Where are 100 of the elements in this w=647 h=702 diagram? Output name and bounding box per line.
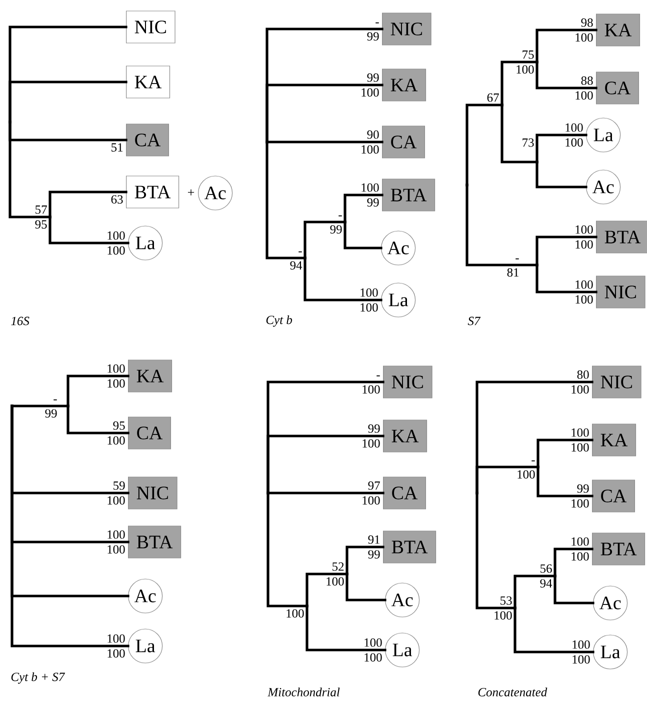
tree-branch [346, 572, 386, 602]
tree-branch [266, 84, 384, 144]
support-value: 100 [572, 499, 589, 508]
support-value: 99 [368, 550, 380, 559]
support-value: 100 [576, 91, 593, 100]
taxon-box: BTA [126, 176, 180, 208]
tree-caption: Cyt b [266, 315, 292, 327]
support-value: 100 [362, 496, 380, 505]
support-value: 100 [516, 65, 534, 74]
support-value: 100 [362, 145, 379, 154]
support-value: 59 [114, 481, 125, 490]
support-value: 100 [364, 638, 382, 647]
tree-branch [10, 404, 130, 648]
support-value: 100 [360, 288, 378, 297]
tree-branch [536, 28, 598, 64]
tree-branch [306, 604, 386, 652]
support-value: - [338, 215, 342, 216]
support-value: 91 [368, 535, 380, 544]
support-value: 100 [362, 385, 380, 394]
tree-branch [304, 256, 382, 302]
tree-branch [304, 220, 346, 260]
support-value: 99 [577, 484, 589, 493]
support-value: 100 [364, 653, 382, 662]
tree-caption: Concatenated [478, 688, 548, 696]
support-value: 100 [576, 225, 593, 234]
support-value: 100 [362, 88, 379, 97]
support-value: 63 [111, 195, 123, 204]
support-value: 100 [566, 138, 583, 147]
taxon-box: BTA [592, 532, 646, 566]
support-value: 95 [113, 421, 125, 430]
support-value: 56 [540, 564, 552, 573]
support-value: 100 [572, 385, 589, 394]
tree-branch [500, 104, 538, 164]
support-value: 94 [540, 579, 552, 588]
support-value: 100 [286, 609, 304, 618]
taxon-box: NIC [596, 276, 646, 308]
tree-caption: 16S [11, 316, 30, 326]
support-value: 99 [367, 198, 379, 207]
taxon-box: NIC [592, 366, 642, 398]
support-value: 100 [108, 246, 125, 255]
tree-branch [500, 60, 538, 106]
tree-branch [48, 190, 128, 218]
tree-branch [536, 264, 598, 294]
taxon-box: BTA [382, 178, 436, 212]
taxon-box: KA [382, 68, 426, 102]
support-value: 98 [581, 18, 593, 27]
support-value: 81 [507, 268, 519, 277]
tree-branch [476, 492, 516, 610]
taxon-box: BTA [596, 220, 647, 254]
tree-branch [266, 140, 384, 144]
support-value: 100 [576, 280, 593, 289]
tree-branch [10, 404, 70, 408]
tree-branch [466, 184, 538, 266]
support-value: - [298, 251, 302, 252]
tree-branch [266, 492, 308, 608]
support-value: 99 [368, 424, 380, 433]
tree-branch [554, 574, 594, 604]
taxon-box: NIC [383, 366, 432, 398]
taxon-box: CA [382, 126, 425, 158]
support-value: - [376, 375, 380, 376]
support-value: 100 [108, 436, 125, 445]
support-value: 53 [500, 596, 512, 605]
plus-sign: + [188, 189, 194, 196]
taxon-box: KA [596, 14, 640, 46]
support-value: 100 [566, 123, 583, 132]
support-value: 90 [367, 130, 379, 139]
tree-branch [266, 492, 384, 494]
support-value: 99 [45, 409, 57, 418]
tree-branch [66, 374, 130, 408]
support-value: 100 [576, 295, 593, 304]
support-value: 80 [577, 370, 589, 379]
tree-branch [8, 120, 52, 218]
taxon-box: CA [128, 416, 171, 450]
tree-branch [536, 466, 594, 498]
support-value: 52 [332, 562, 344, 571]
taxon-box: KA [128, 360, 172, 392]
support-value: 100 [108, 364, 125, 373]
support-value: 100 [494, 611, 512, 620]
tree-branch [306, 572, 348, 608]
support-value: - [54, 399, 57, 400]
support-value: 97 [368, 481, 380, 490]
support-value: 100 [108, 649, 125, 658]
taxon-box: CA [126, 124, 169, 156]
support-value: 100 [108, 530, 125, 539]
tree-branch [466, 104, 504, 186]
support-value: 100 [108, 496, 125, 505]
support-value: 100 [576, 240, 593, 249]
tree-caption: Cyt b + S7 [11, 672, 66, 684]
tree-caption: S7 [468, 316, 481, 326]
support-value: 95 [35, 220, 47, 229]
taxon-box: NIC [128, 476, 178, 510]
support-value: 57 [36, 206, 47, 214]
support-value: 99 [367, 32, 379, 41]
support-value: 100 [572, 443, 589, 452]
tree-branch [48, 216, 130, 244]
support-value: 73 [522, 138, 534, 147]
support-value: 100 [108, 231, 125, 240]
tree-branch [536, 134, 588, 164]
support-value: 75 [522, 50, 534, 59]
tree-branch [8, 80, 128, 124]
